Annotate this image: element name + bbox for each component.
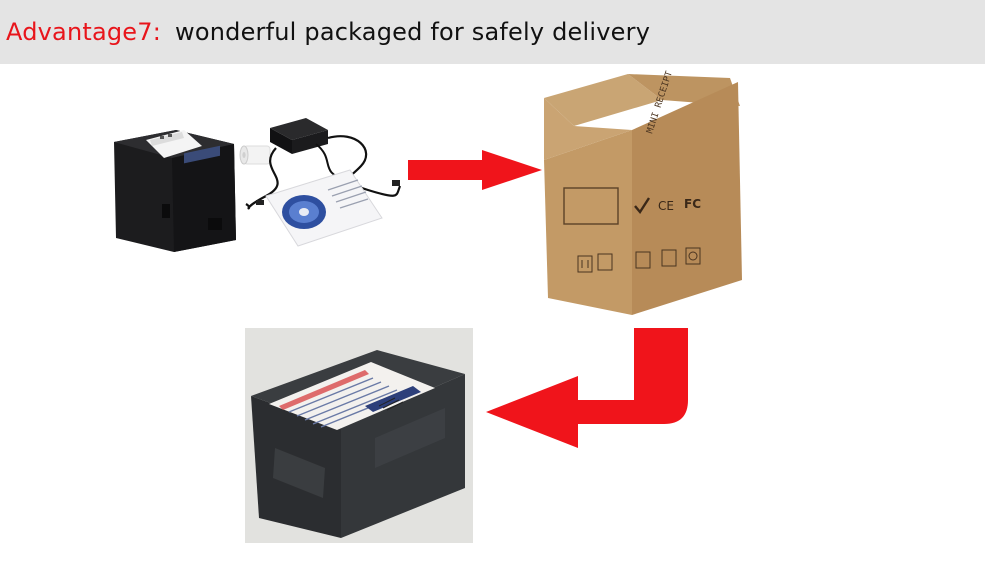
banner-text: wonderful packaged for safely delivery — [175, 18, 651, 46]
ce-mark: CE — [658, 199, 674, 213]
arrow-return-left-icon — [484, 328, 700, 448]
cd-icon — [282, 195, 326, 229]
printer-accessories-photo — [106, 100, 406, 260]
cardboard-box-photo: MINI RECEIPT PRINTER CE FC — [540, 70, 750, 315]
fc-mark: FC — [684, 197, 701, 211]
advantage-label: Advantage7: — [6, 18, 162, 46]
cardboard-box-icon: MINI RECEIPT PRINTER CE FC — [544, 70, 742, 315]
wrapped-parcel-icon — [245, 328, 473, 543]
wrapped-parcel-photo — [245, 328, 473, 543]
receipt-printer-icon — [114, 130, 236, 252]
header-banner: Advantage7: wonderful packaged for safel… — [0, 0, 985, 64]
arrow-right-icon — [408, 150, 544, 190]
paper-roll-icon — [239, 145, 271, 165]
